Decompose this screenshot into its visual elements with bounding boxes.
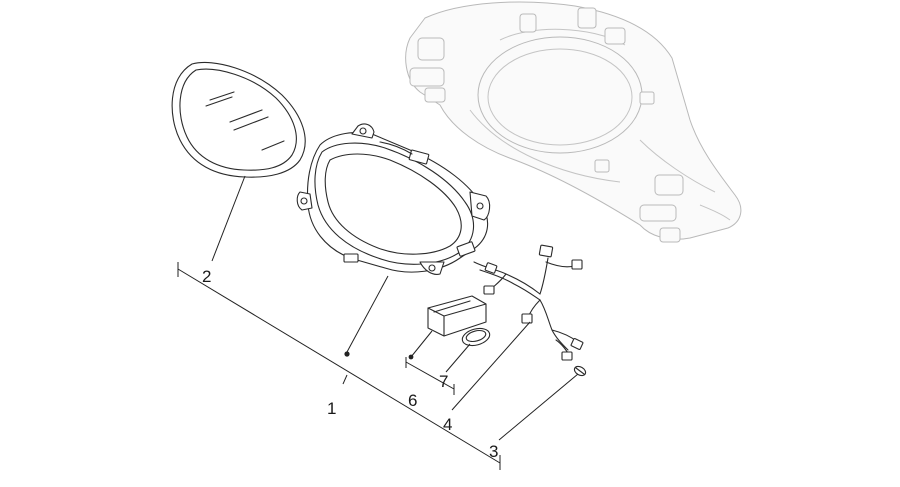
leader-1-dot [344,351,350,357]
callout-7: 7 [439,372,448,391]
leader-1-stub [342,374,348,385]
callout-6: 6 [408,391,417,410]
leader-lines [177,175,579,470]
bulb-holder [427,295,487,337]
leader-3 [498,373,579,441]
leader-2 [211,175,246,262]
leader-7 [445,343,471,373]
bulb-disc [461,327,491,347]
leader-1 [346,275,389,353]
callout-2: 2 [202,267,211,286]
callout-4: 4 [443,415,452,434]
handlebar-cover-ghost [405,1,742,243]
group-6-baseline [405,361,455,390]
instrument-lens [171,61,306,178]
leader-6 [410,330,433,358]
wiring-harness [473,244,584,361]
callout-1: 1 [327,399,336,418]
callout-labels: 2 1 6 7 4 3 [202,267,498,461]
instrument-cluster [296,123,491,275]
callout-3: 3 [489,442,498,461]
leader-4 [451,321,531,411]
group-1-baseline [177,268,501,464]
small-bulb [573,365,587,377]
